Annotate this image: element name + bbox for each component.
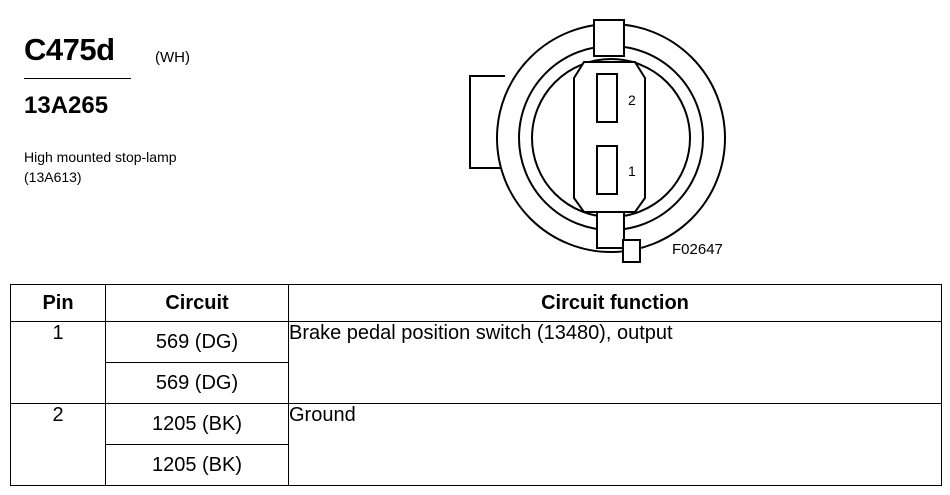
- pin-cavity-2: [596, 73, 618, 123]
- circuit-function: Ground: [288, 403, 942, 486]
- title-rule: [24, 78, 131, 79]
- terminal-housing: [573, 61, 646, 213]
- circuit-value: 569 (DG): [105, 362, 289, 404]
- pin-label-1: 1: [628, 163, 636, 179]
- bottom-key-slot: [596, 208, 625, 249]
- header-circuit: Circuit: [105, 284, 289, 322]
- pin-label-2: 2: [628, 92, 636, 108]
- pinout-table: Pin Circuit Circuit function 1 569 (DG) …: [10, 284, 942, 486]
- table-row: 569 (DG): [11, 362, 942, 404]
- top-key: [593, 19, 625, 57]
- circuit-value: 1205 (BK): [105, 444, 289, 486]
- pin-number: 1: [10, 321, 106, 404]
- table-row: 2 1205 (BK) Ground: [10, 403, 942, 486]
- connector-description: High mounted stop-lamp (13A613): [24, 149, 177, 185]
- table-header-row: Pin Circuit Circuit function: [10, 284, 942, 322]
- circuit-value: 569 (DG): [105, 321, 289, 363]
- header-pin: Pin: [10, 284, 106, 322]
- pin-cavity-1: [596, 145, 618, 195]
- table-row: 1205 (BK): [11, 444, 942, 486]
- color-code: (WH): [155, 49, 190, 66]
- circuit-function: Brake pedal position switch (13480), out…: [288, 321, 942, 404]
- part-number: 13A265: [24, 92, 109, 119]
- pin-number: 2: [10, 403, 106, 486]
- header-circuit-function: Circuit function: [288, 284, 942, 322]
- connector-face-diagram: 2 1: [469, 19, 726, 263]
- table-row: 1 569 (DG) Brake pedal position switch (…: [10, 321, 942, 404]
- figure-id: F02647: [672, 241, 723, 258]
- bottom-latch-tab: [622, 239, 641, 263]
- circuit-value: 1205 (BK): [105, 403, 289, 445]
- connector-id: C475d: [24, 32, 115, 67]
